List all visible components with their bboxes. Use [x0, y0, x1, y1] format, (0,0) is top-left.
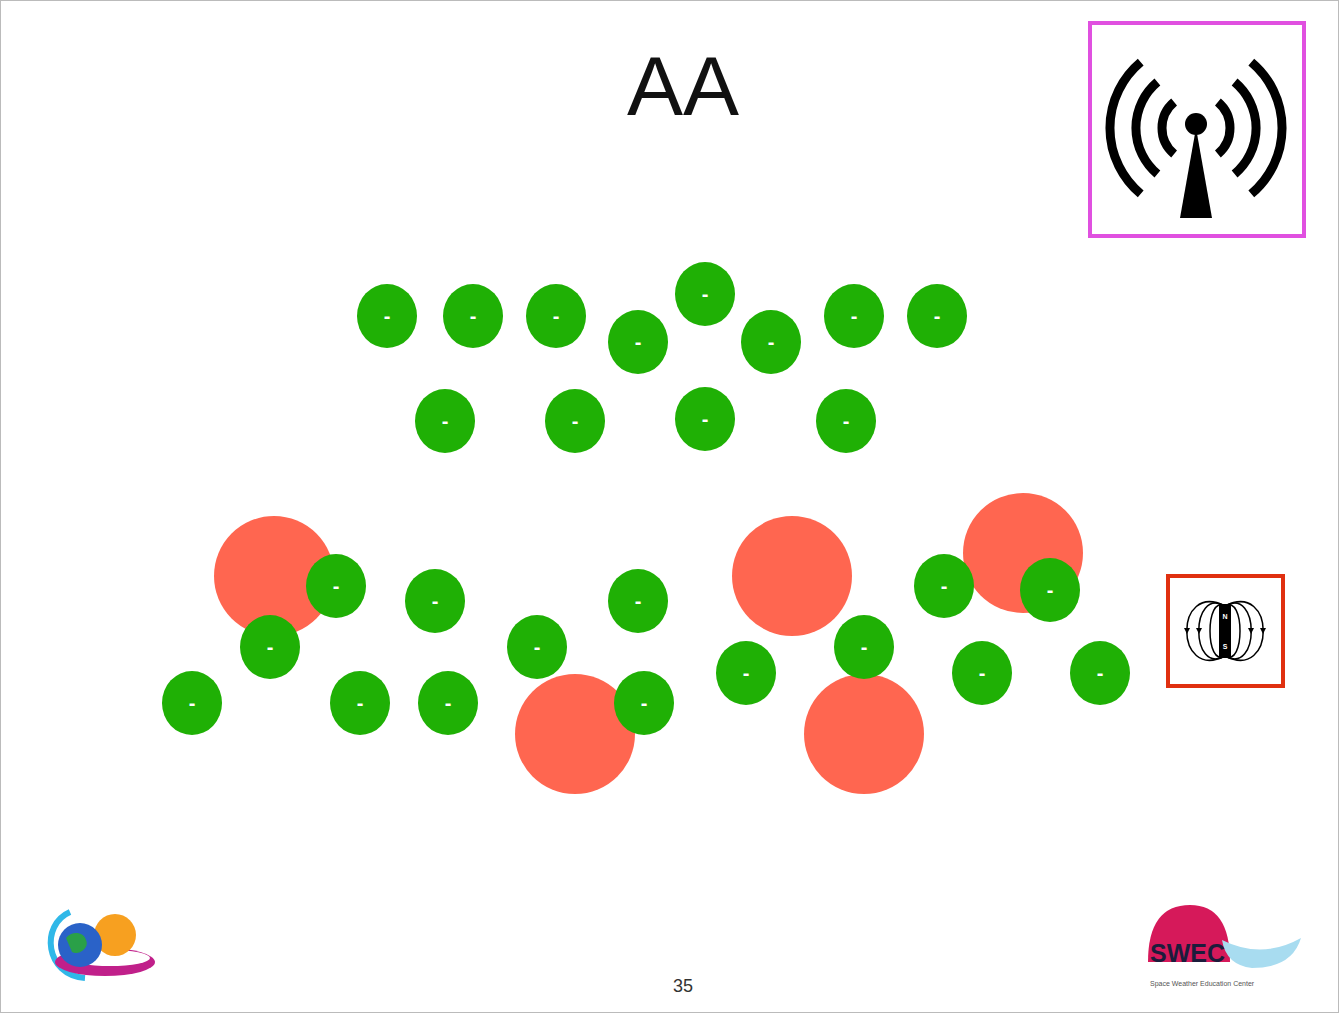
electron-circle: -: [675, 387, 735, 451]
electron-circle: -: [240, 615, 300, 679]
charge-sign: -: [189, 693, 196, 713]
charge-sign: -: [743, 663, 750, 683]
electron-circle: -: [306, 554, 366, 618]
charge-sign: -: [1097, 663, 1104, 683]
charge-sign: -: [384, 306, 391, 326]
charge-sign: -: [534, 637, 541, 657]
electron-circle: -: [507, 615, 567, 679]
charge-sign: -: [572, 411, 579, 431]
magnet-icon: [1168, 576, 1283, 686]
electron-circle: -: [415, 389, 475, 453]
electron-circle: -: [418, 671, 478, 735]
charge-sign: -: [432, 591, 439, 611]
charge-sign: -: [941, 576, 948, 596]
electron-circle: -: [330, 671, 390, 735]
antenna-icon: [1090, 23, 1304, 236]
charge-sign: -: [979, 663, 986, 683]
charge-sign: -: [445, 693, 452, 713]
charge-sign: -: [470, 306, 477, 326]
electron-circle: -: [741, 310, 801, 374]
electron-circle: -: [952, 641, 1012, 705]
electron-circle: -: [1070, 641, 1130, 705]
swec-logo: [1148, 905, 1301, 968]
electron-circle: -: [405, 569, 465, 633]
electron-circle: -: [824, 284, 884, 348]
electron-circle: -: [608, 569, 668, 633]
logo-subtitle: Space Weather Education Center: [1150, 980, 1254, 987]
charge-sign: -: [851, 306, 858, 326]
charge-sign: -: [934, 306, 941, 326]
electron-circle: -: [614, 671, 674, 735]
charge-sign: -: [768, 332, 775, 352]
charge-sign: -: [635, 332, 642, 352]
electron-circle: -: [816, 389, 876, 453]
page-number: 35: [673, 977, 693, 995]
charge-sign: -: [635, 591, 642, 611]
charge-sign: -: [641, 693, 648, 713]
electron-circle: -: [716, 641, 776, 705]
charge-sign: -: [861, 637, 868, 657]
charge-sign: -: [267, 637, 274, 657]
charge-sign: -: [702, 284, 709, 304]
electron-circle: -: [608, 310, 668, 374]
electron-circle: -: [675, 262, 735, 326]
electron-circle: -: [526, 284, 586, 348]
electron-circle: -: [357, 284, 417, 348]
electron-circle: -: [914, 554, 974, 618]
charge-sign: -: [702, 409, 709, 429]
charge-sign: -: [843, 411, 850, 431]
charge-sign: -: [442, 411, 449, 431]
left-logo: [51, 912, 155, 978]
electron-circle: -: [1020, 558, 1080, 622]
charge-sign: -: [333, 576, 340, 596]
charge-sign: -: [553, 306, 560, 326]
electron-circle: -: [443, 284, 503, 348]
electron-circle: -: [162, 671, 222, 735]
charge-sign: -: [1047, 580, 1054, 600]
logo-text: SWEC: [1150, 941, 1225, 966]
slide-title: AA: [483, 44, 883, 128]
electron-circle: -: [834, 615, 894, 679]
pole-letter: S: [1223, 643, 1228, 650]
pole-letter: N: [1222, 613, 1227, 620]
electron-circle: -: [545, 389, 605, 453]
electron-circle: -: [907, 284, 967, 348]
charge-sign: -: [357, 693, 364, 713]
ion-circles: [214, 493, 1083, 794]
